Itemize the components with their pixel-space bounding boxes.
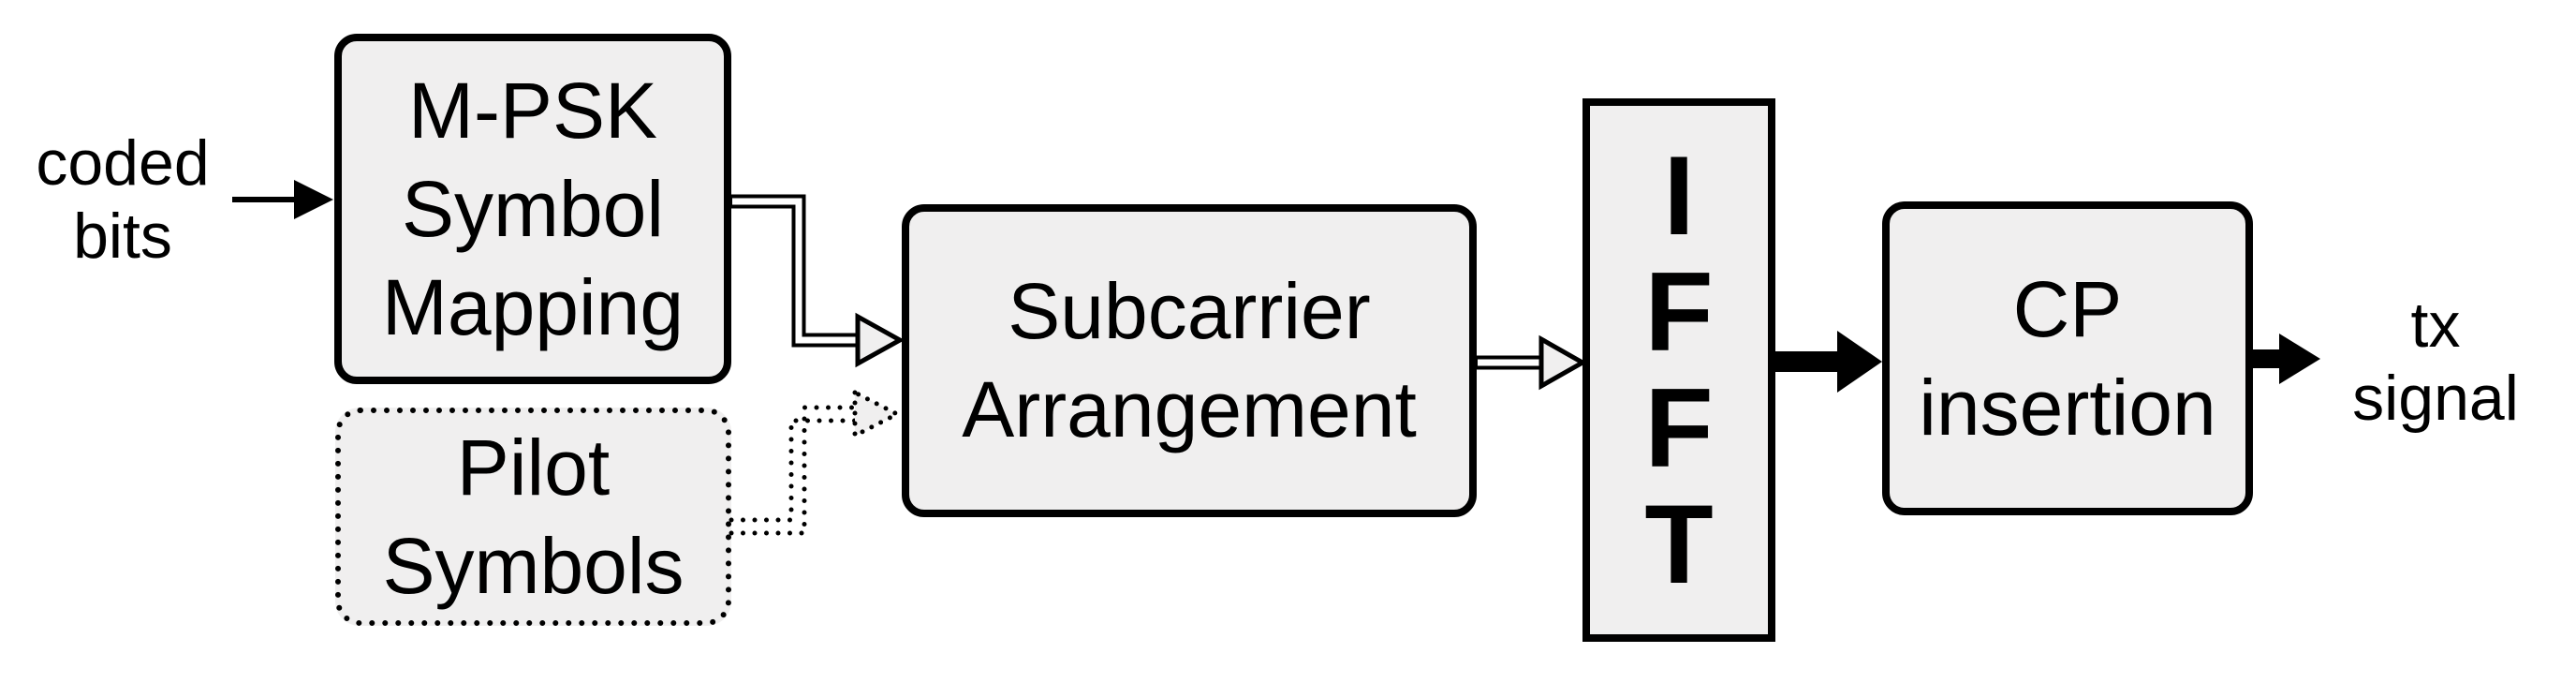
output-label-line: tx xyxy=(2410,290,2461,361)
block-label-line: Arrangement xyxy=(962,365,1417,453)
block-label-line: F xyxy=(1644,249,1714,375)
thick-arrow-ifft-to-cp xyxy=(1775,331,1882,393)
block-label-line: Symbols xyxy=(382,521,684,610)
block-mpsk-symbol-mapping: M-PSK Symbol Mapping xyxy=(334,34,731,384)
dotted-arrow-head xyxy=(852,390,900,438)
output-label-line: signal xyxy=(2352,363,2519,434)
double-line-arrow-subcarrier-to-ifft xyxy=(1477,334,1588,391)
double-line-outer xyxy=(731,194,859,348)
input-label-coded-bits: coded bits xyxy=(6,126,240,273)
block-label-line: I xyxy=(1663,133,1695,259)
output-label-tx-signal: tx signal xyxy=(2318,289,2553,435)
input-label-line: coded xyxy=(36,127,210,199)
block-pilot-symbols: Pilot Symbols xyxy=(335,408,731,626)
hollow-arrow-head xyxy=(1538,334,1588,391)
thick-arrow-head xyxy=(1837,331,1882,393)
thick-arrow-cp-to-output xyxy=(2253,334,2320,384)
block-label-line: M-PSK xyxy=(407,66,658,155)
block-label-line: F xyxy=(1644,365,1714,491)
block-label-line: T xyxy=(1644,482,1714,607)
double-line-inner xyxy=(732,198,859,344)
double-line-arrow-mpsk-to-subcarrier xyxy=(731,194,905,368)
block-subcarrier-arrangement: Subcarrier Arrangement xyxy=(902,204,1477,517)
thick-arrow-head xyxy=(2279,334,2320,384)
block-label-line: Mapping xyxy=(381,262,684,351)
input-arrow xyxy=(232,180,333,219)
block-cp-insertion: CP insertion xyxy=(1882,201,2253,515)
dotted-line-inner-edge xyxy=(729,418,859,523)
block-ifft: I F F T xyxy=(1582,98,1775,642)
dotted-arrow-pilot-to-subcarrier xyxy=(729,390,900,536)
block-label-line: Symbol xyxy=(401,164,665,253)
block-label-line: Pilot xyxy=(456,423,611,512)
block-label-line: insertion xyxy=(1919,363,2216,452)
hollow-arrow-head xyxy=(855,312,905,368)
dotted-line-outer-edge xyxy=(729,405,859,536)
input-label-line: bits xyxy=(73,200,172,272)
block-label-line: CP xyxy=(2012,264,2123,353)
input-arrow-head xyxy=(294,180,333,219)
block-label-line: Subcarrier xyxy=(1008,267,1371,355)
